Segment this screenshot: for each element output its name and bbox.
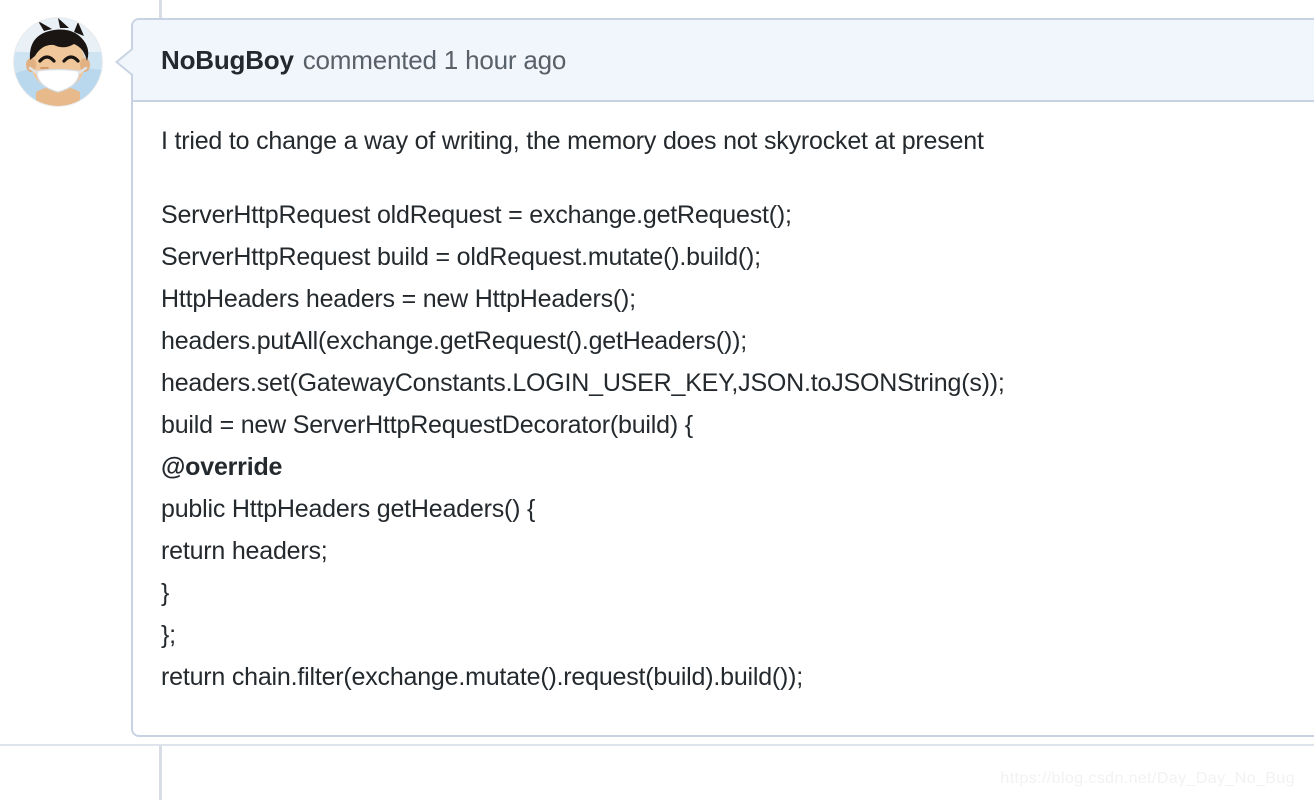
thread-rail-top (159, 0, 162, 20)
code-line: ServerHttpRequest oldRequest = exchange.… (161, 201, 792, 229)
comment-timestamp: commented 1 hour ago (302, 44, 567, 75)
thread-divider (0, 744, 1314, 746)
code-line: ServerHttpRequest build = oldRequest.mut… (161, 243, 761, 271)
speech-bubble-arrow-fill (118, 48, 135, 76)
code-line: return headers; (161, 537, 328, 565)
comment-code-block: ServerHttpRequest oldRequest = exchange.… (161, 194, 1301, 698)
comment-intro-text: I tried to change a way of writing, the … (161, 127, 984, 155)
comment-header: NoBugBoy commented 1 hour ago (133, 20, 1314, 102)
code-line: build = new ServerHttpRequestDecorator(b… (161, 411, 693, 439)
code-line: } (161, 579, 170, 607)
avatar[interactable] (14, 18, 102, 106)
code-line: @override (161, 453, 283, 481)
comment-author[interactable]: NoBugBoy (161, 44, 294, 75)
code-line: }; (161, 621, 176, 649)
code-line: public HttpHeaders getHeaders() { (161, 495, 536, 523)
thread-rail-bottom (159, 746, 162, 800)
paragraph-gap (161, 162, 1301, 194)
code-line: return chain.filter(exchange.mutate().re… (161, 663, 804, 691)
comment-card: NoBugBoy commented 1 hour ago I tried to… (115, 18, 1314, 737)
comment-body: I tried to change a way of writing, the … (133, 102, 1314, 698)
avatar-image[interactable] (14, 18, 102, 106)
code-line: headers.set(GatewayConstants.LOGIN_USER_… (161, 369, 1005, 397)
watermark: https://blog.csdn.net/Day_Day_No_Bug (1000, 770, 1295, 787)
code-line: headers.putAll(exchange.getRequest().get… (161, 327, 747, 355)
code-line: HttpHeaders headers = new HttpHeaders(); (161, 285, 636, 313)
anime-avatar-icon (14, 18, 102, 106)
